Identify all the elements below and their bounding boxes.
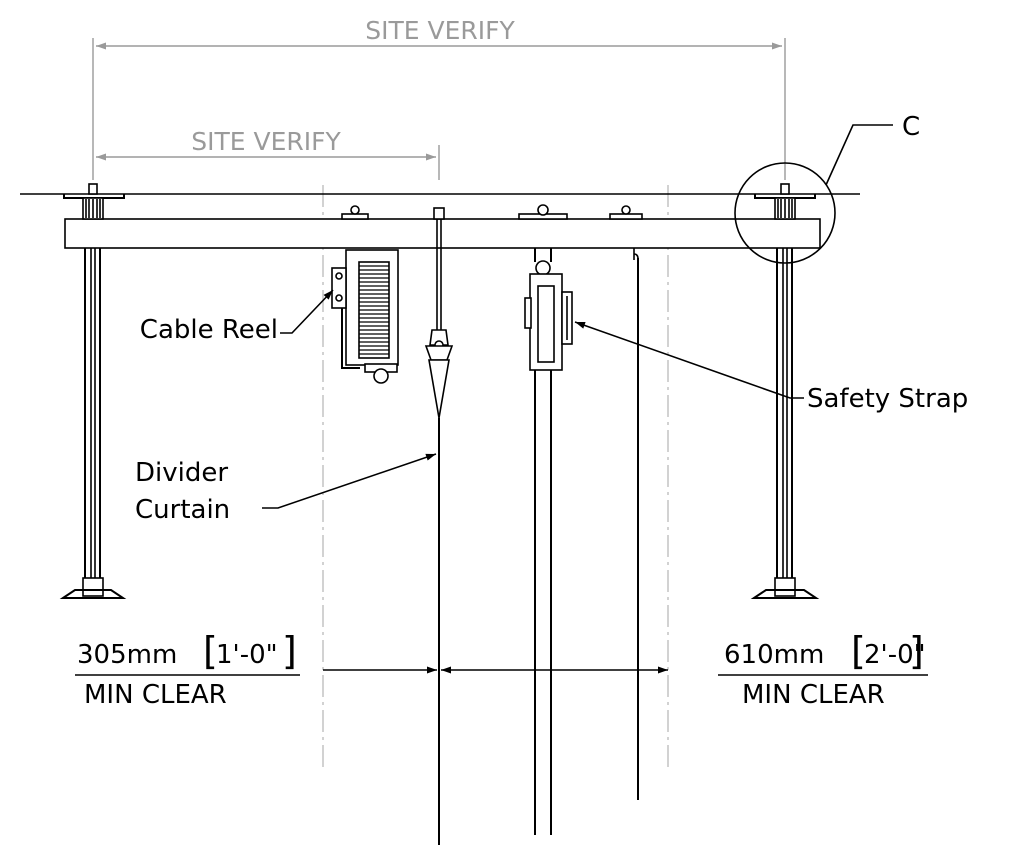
right-clearance-imperial: 2'-0"	[864, 640, 926, 670]
left-post	[59, 183, 127, 599]
left-clearance: 305mm [ 1'-0" ] MIN CLEAR	[75, 629, 300, 710]
post-to-curtain-dimension: SITE VERIFY	[96, 127, 436, 161]
cable-reel-coil	[359, 265, 389, 355]
detail-c-callout: C	[734, 112, 920, 264]
divider-curtain-label-line1: Divider	[135, 458, 228, 488]
right-post	[750, 183, 820, 599]
post-to-curtain-dimension-text: SITE VERIFY	[191, 127, 341, 156]
left-bracket-open: [	[203, 629, 218, 673]
right-clearance-metric: 610mm	[724, 640, 824, 670]
drop-line	[633, 248, 639, 800]
right-clearance-note: MIN CLEAR	[742, 680, 885, 710]
divider-curtain-callout: Divider Curtain	[135, 453, 437, 525]
right-clearance: 610mm [ 2'-0" ] MIN CLEAR	[718, 629, 928, 710]
safety-strap-label: Safety Strap	[807, 384, 968, 414]
left-clearance-metric: 305mm	[77, 640, 177, 670]
left-bracket-close: ]	[282, 629, 297, 673]
detail-tag-c: C	[902, 112, 920, 142]
right-bracket-close: ]	[909, 629, 924, 673]
cable-reel-callout: Cable Reel	[140, 289, 334, 345]
cable-reel-label: Cable Reel	[140, 315, 278, 345]
left-clearance-note: MIN CLEAR	[84, 680, 227, 710]
safety-strap-callout: Safety Strap	[574, 321, 968, 414]
divider-curtain-label-line2: Curtain	[135, 495, 230, 525]
lift-winch	[524, 248, 573, 835]
right-bracket-open: [	[851, 629, 866, 673]
overall-dimension-text: SITE VERIFY	[365, 16, 515, 45]
left-clearance-imperial: 1'-0"	[216, 640, 278, 670]
divider-curtain	[424, 219, 454, 845]
overall-dimension: SITE VERIFY	[96, 16, 782, 50]
cable-reel	[331, 249, 399, 384]
support-beam	[64, 218, 821, 249]
extension-lines	[92, 38, 786, 770]
beam-hardware	[341, 204, 643, 220]
